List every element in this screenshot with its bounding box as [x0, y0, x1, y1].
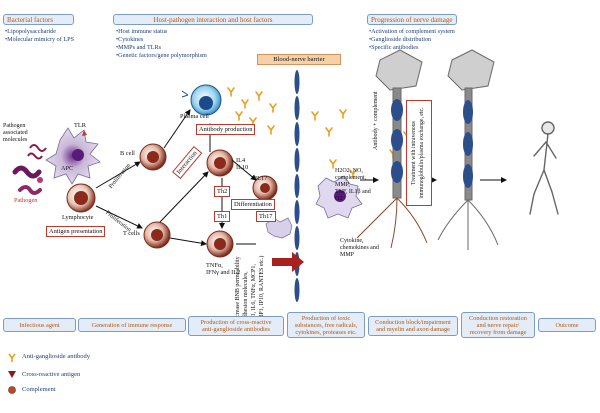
il17-label: IL17 — [255, 175, 268, 182]
pathogen-molecules-label: Pathogen associated molecules — [3, 123, 28, 143]
bacterial-factors-title: Bacterial factors — [3, 14, 74, 25]
th1-box: Th1 — [214, 211, 231, 222]
list-item: Genetic factors/gene polymorphism — [116, 52, 207, 60]
bacterial-factors-label: Bacterial factors — [7, 16, 54, 24]
barrier-label: Blood-nerve barrier — [257, 54, 341, 65]
h2o2-label: H2O2, NO, complement, MMP, TNF, IL1β and… — [335, 168, 371, 202]
tlr-label: TLR — [74, 122, 86, 129]
stage-cross-reactive: Production of cross-reactive anti-gangli… — [188, 316, 284, 336]
progression-label: Progression of nerve damage — [371, 16, 453, 24]
host-pathogen-list: Host immune status Cytokines MMPs and TL… — [116, 28, 207, 60]
b-cell-label: B cell — [120, 150, 135, 157]
il-list-label: IL1, IL6, TNFα, MCP1, — [251, 264, 257, 322]
stage-immune-response: Generation of immune response — [78, 318, 186, 332]
increase-bnb-label: Increase BNB permeability — [235, 256, 241, 322]
tnfa-label: TNFα, IFNγ and IL2 — [206, 262, 241, 276]
treatment-box: Treatment with intravenous immunoglobuli… — [406, 100, 432, 206]
host-pathogen-title: Host-pathogen interaction and host facto… — [113, 14, 313, 25]
stage-restoration: Conduction restoration and nerve repair/… — [461, 312, 535, 338]
list-item: Host immune status — [116, 28, 207, 36]
list-item: Cytokines — [116, 36, 207, 44]
migrating-cell-icon — [265, 217, 293, 239]
apc-cell-icon — [45, 127, 101, 185]
antibody-production-box: Antibody production — [196, 124, 256, 135]
list-item: MMPs and TLRs — [116, 44, 207, 52]
stage-toxic-substances: Production of toxic substances, free rad… — [287, 312, 365, 338]
list-item: Molecular mimicry of LPS — [5, 36, 74, 44]
stage-infectious-agent: Infectious agent — [3, 318, 76, 332]
barrier-label-text: Blood-nerve barrier — [273, 56, 325, 63]
legend-antibody: Anti-ganglioside antibody — [22, 353, 91, 360]
list-item: Lipopolysaccharide — [5, 28, 74, 36]
bacterial-factors-list: Lipopolysaccharide Molecular mimicry of … — [5, 28, 74, 44]
neuron-1-icon — [356, 49, 428, 249]
t-cells-label: T cells — [123, 230, 140, 237]
differentiation-box: Differentiation — [231, 199, 275, 210]
th17-box: Th17 — [256, 211, 276, 222]
pathogen-label: Pathogen — [14, 197, 38, 204]
mip-label: MIP1, IP10, RANTES etc.) — [259, 255, 265, 322]
plasma-cell-icon — [181, 84, 222, 116]
pathogen-molecules-icon — [27, 144, 47, 160]
lymphocyte-icon — [66, 183, 96, 213]
neuron-2-icon — [437, 49, 499, 250]
complement-icon — [8, 386, 16, 394]
th2-cell-icon — [206, 149, 234, 177]
antibody-complement-label: Antibody + complement — [373, 91, 379, 150]
progression-title: Progression of nerve damage — [367, 14, 457, 25]
il4-il10-label: IL4 IL10 — [236, 157, 249, 171]
cytokine-label: Cytokine, chemokines and MMP — [340, 238, 379, 258]
walking-figure-icon — [529, 121, 559, 215]
host-pathogen-label: Host-pathogen interaction and host facto… — [153, 16, 273, 24]
pathogen-icon — [12, 165, 43, 195]
th2-box: Th2 — [214, 186, 231, 197]
t-cells-icon — [143, 221, 171, 249]
progression-list: Activation of complement system Ganglios… — [369, 28, 455, 52]
adhesion-label: (adhesion molecules, — [243, 271, 249, 322]
antibody-icon — [8, 353, 16, 362]
plasma-cell-label: Plasma cell — [180, 113, 209, 120]
stage-outcome: Outcome — [538, 318, 596, 332]
list-item: Ganglioside distribution — [369, 36, 455, 44]
lymphocyte-label: Lymphocyte — [62, 214, 94, 221]
treatment-text: Treatment with intravenous immunoglobuli… — [411, 107, 425, 199]
legend-antigen: Cross-reactive antigen — [22, 371, 81, 378]
cross-barrier-arrow — [272, 252, 304, 272]
th17-cell-icon — [252, 175, 278, 201]
apc-label: APC — [61, 165, 74, 172]
list-item: Specific antibodies — [369, 44, 455, 52]
antigen-presentation-box: Antigen presentation — [46, 226, 106, 237]
stage-conduction-block: Conduction block/impairment and myelin a… — [368, 316, 458, 336]
b-cell-icon — [139, 143, 167, 171]
antigen-icon — [8, 371, 16, 378]
list-item: Activation of complement system — [369, 28, 455, 36]
th1-cell-icon — [206, 230, 234, 258]
legend-complement: Complement — [22, 386, 56, 393]
macrophage-icon — [315, 175, 363, 219]
